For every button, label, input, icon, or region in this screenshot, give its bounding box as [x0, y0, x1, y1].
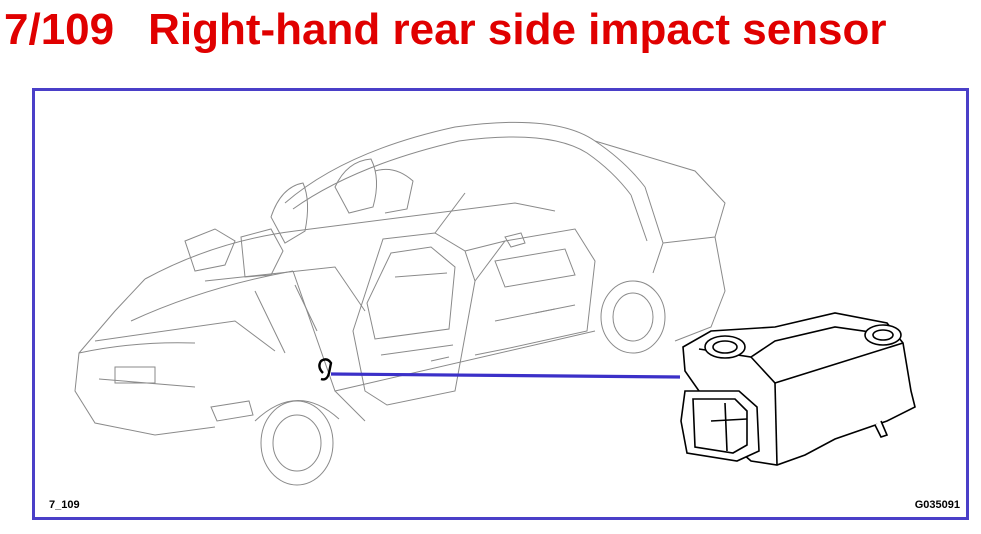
figure-reference-left: 7_109	[49, 499, 80, 511]
car-outline	[74, 121, 726, 486]
page-title: 7/109 Right-hand rear side impact sensor	[4, 2, 887, 58]
impact-sensor-closeup	[680, 312, 916, 466]
leader-line	[330, 372, 681, 379]
vehicle-illustration	[74, 121, 916, 486]
figure-reference-right: G035091	[914, 499, 960, 511]
illustration-frame: 7_109 G035091	[32, 88, 969, 520]
section-title: Right-hand rear side impact sensor	[148, 5, 887, 54]
section-number: 7/109	[4, 5, 115, 54]
